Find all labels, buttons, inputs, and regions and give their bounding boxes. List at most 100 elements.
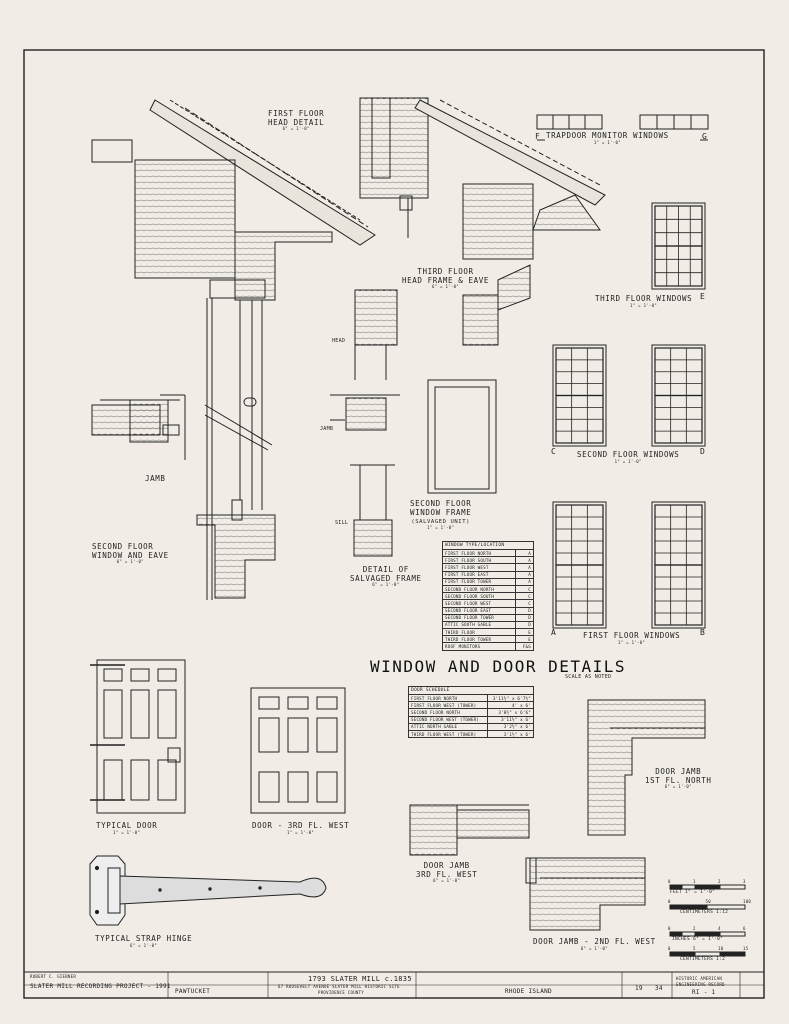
trap-g-marker: G bbox=[702, 132, 708, 141]
schedule-value: 3'11½" x 6'7½" bbox=[486, 693, 535, 703]
scale-note: 1" = 1'-0" bbox=[614, 458, 642, 464]
first-windows-label: FIRST FLOOR WINDOWS 1" = 1'-0" bbox=[583, 631, 681, 645]
third-floor-head-label: THIRD FLOOR HEAD FRAME & EAVE 6" = 1'-0" bbox=[402, 267, 489, 290]
schedule-value: A bbox=[515, 577, 534, 586]
label-line: DOOR JAMB bbox=[655, 767, 702, 776]
typical-door-label: TYPICAL DOOR 1" = 1'-0" bbox=[96, 821, 157, 835]
label-line: DETAIL OF bbox=[362, 565, 409, 574]
schedule-value: A bbox=[515, 570, 534, 579]
scale-tick-label: 2 bbox=[693, 926, 696, 931]
label-line: SALVAGED FRAME bbox=[350, 573, 422, 583]
label-line: TRAPDOOR MONITOR WINDOWS bbox=[546, 131, 669, 140]
scale-tick-label: 6 bbox=[743, 926, 746, 931]
sheet-number: 19 bbox=[635, 985, 643, 992]
schedule-location: ATTIC NORTH GABLE bbox=[408, 722, 488, 731]
label-line: 1ST FL. NORTH bbox=[645, 775, 712, 785]
second-floor-window-c bbox=[552, 344, 607, 447]
scale-tick-label: 15 bbox=[743, 946, 749, 951]
label-line: THIRD FLOOR WINDOWS bbox=[595, 294, 693, 303]
scale-note: 6" = 1'-0" bbox=[580, 945, 608, 951]
label-line: TYPICAL STRAP HINGE bbox=[95, 934, 193, 943]
schedule-value: 3'1½" x 6' bbox=[486, 729, 535, 739]
jamb-2nd-label: DOOR JAMB - 2ND FL. WEST 6" = 1'-0" bbox=[533, 937, 656, 951]
trap-f-marker: F bbox=[535, 132, 541, 141]
second-floor-window-d bbox=[651, 344, 706, 447]
scale-tick-label: 2 bbox=[718, 879, 721, 884]
first-floor-head-label: FIRST FLOOR HEAD DETAIL 6" = 1'-0" bbox=[268, 109, 325, 132]
schedule-value: D bbox=[515, 620, 534, 630]
schedule-location: SECOND FLOOR NORTH bbox=[408, 708, 488, 717]
schedule-location: SECOND FLOOR WEST bbox=[441, 599, 517, 608]
scale-note: 6" = 1'-0" bbox=[433, 878, 461, 884]
label-line: DOOR JAMB - 2ND FL. WEST bbox=[533, 937, 656, 946]
strap-hinge bbox=[89, 855, 327, 926]
scale-tick-label: 0 bbox=[668, 879, 671, 884]
state: RHODE ISLAND bbox=[505, 988, 552, 995]
schedule-value: C bbox=[515, 599, 534, 608]
first-floor-window-a bbox=[552, 501, 607, 629]
label-line: HEAD DETAIL bbox=[268, 117, 325, 127]
schedule-location: FIRST FLOOR WEST bbox=[441, 563, 517, 572]
label-line: THIRD FLOOR bbox=[417, 267, 474, 276]
schedule-row: THIRD FLOOR WEST (TOWER)3'1½" x 6' bbox=[408, 729, 535, 739]
trapdoor-monitor-windows bbox=[536, 114, 709, 141]
second-eave-label: SECOND FLOOR WINDOW AND EAVE 6" = 1'-0" bbox=[92, 542, 169, 565]
window-d-marker: D bbox=[700, 447, 706, 456]
third-floor-head-eave bbox=[414, 99, 606, 346]
scale-note: 1" = 1'-0" bbox=[630, 302, 658, 308]
drawn-by: ROBERT C. GIEBNER bbox=[30, 974, 77, 979]
schedule-value: D bbox=[515, 613, 534, 622]
scale-tick-label: 5 bbox=[693, 946, 696, 951]
schedule-value: D bbox=[515, 606, 534, 615]
jamb-3rd-label: DOOR JAMB 3RD FL. WEST 6" = 1'-0" bbox=[416, 861, 477, 884]
schedule-location: THIRD FLOOR bbox=[441, 628, 517, 637]
first-floor-window-b bbox=[651, 501, 706, 629]
door-jamb-north-section bbox=[587, 699, 706, 836]
title-scale: SCALE AS NOTED bbox=[565, 674, 612, 680]
building-name: 1793 SLATER MILL c.1835 bbox=[308, 975, 412, 983]
sheet-border bbox=[23, 49, 765, 999]
label-line: WINDOW AND EAVE bbox=[92, 550, 169, 560]
label-line: FIRST FLOOR WINDOWS bbox=[583, 631, 681, 640]
schedule-value: 3'0½" x 6'6" bbox=[486, 708, 535, 717]
schedule-location: SECOND FLOOR NORTH bbox=[441, 584, 517, 594]
schedule-value: A bbox=[515, 548, 534, 558]
window-frame bbox=[651, 501, 706, 629]
scale-note: 1" = 1'-0" bbox=[113, 829, 141, 835]
schedule-value: 4' x 6' bbox=[486, 701, 535, 710]
window-frame bbox=[552, 344, 607, 447]
schedule-location: FIRST FLOOR TOWER bbox=[441, 577, 517, 586]
schedule-value: E bbox=[515, 628, 534, 637]
scale-note: 1" = 1'-0" bbox=[618, 639, 646, 645]
schedule-value: E bbox=[515, 635, 534, 644]
label-line: SECOND FLOOR bbox=[410, 499, 472, 508]
scale-note: 6" = 1'-0" bbox=[130, 942, 158, 948]
door-schedule-header: DOOR SCHEDULE bbox=[408, 686, 534, 695]
schedule-location: FIRST FLOOR NORTH bbox=[441, 548, 517, 558]
schedule-value: F&G bbox=[515, 642, 534, 651]
label-line: WINDOW FRAME bbox=[410, 507, 472, 517]
schedule-value: A bbox=[515, 563, 534, 572]
scale-tick-label: 0 bbox=[668, 899, 671, 904]
jamb-label: JAMB bbox=[145, 474, 166, 483]
schedule-value: 3'11½" x 6' bbox=[486, 715, 535, 724]
typical-door-elevation bbox=[90, 659, 186, 814]
schedule-location: SECOND FLOOR SOUTH bbox=[441, 592, 517, 601]
label-line: (SALVAGED UNIT) bbox=[411, 519, 471, 526]
